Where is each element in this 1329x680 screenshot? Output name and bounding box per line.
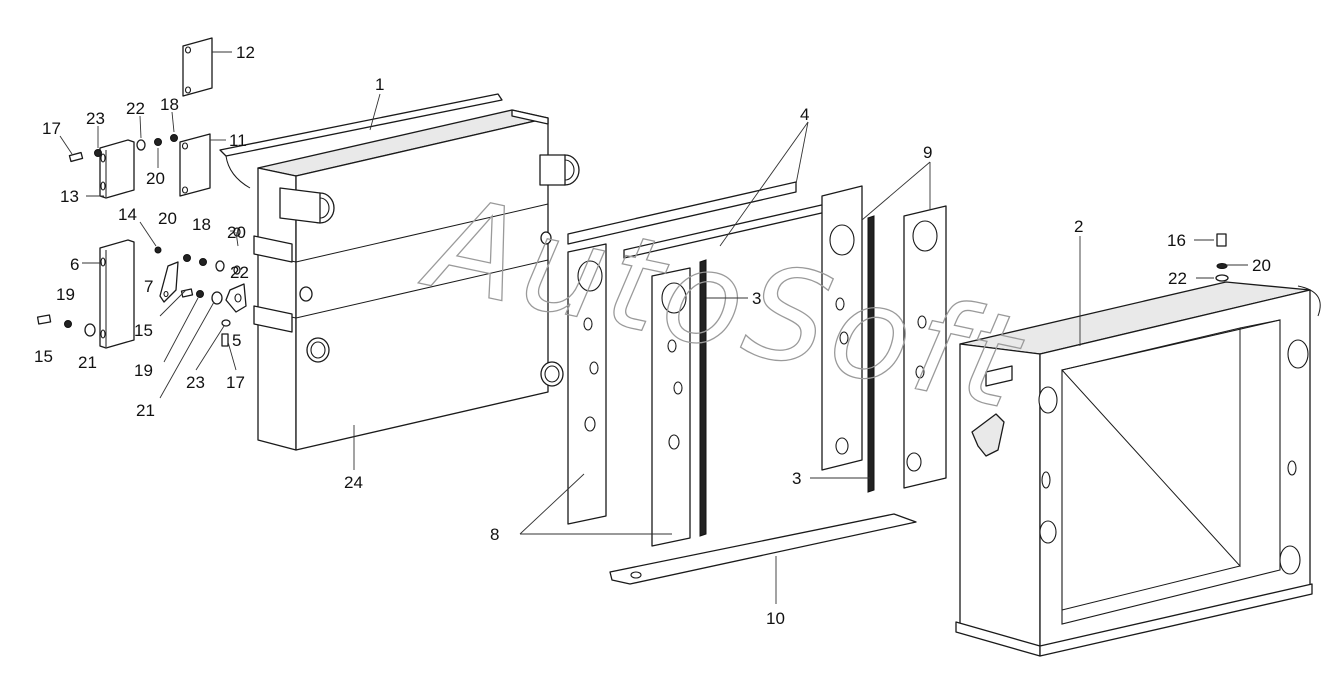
callout-24: 24 — [344, 473, 363, 492]
seal-strips-4 — [567, 181, 827, 259]
callout-5: 5 — [232, 331, 241, 350]
callout-20-frame: 20 — [1252, 256, 1271, 275]
callout-22a: 22 — [126, 99, 145, 118]
callout-20a: 20 — [146, 169, 165, 188]
callout-16: 16 — [1167, 231, 1186, 250]
callout-18b: 18 — [192, 215, 211, 234]
callout-3a: 3 — [752, 289, 761, 308]
leader-lines — [59, 51, 1248, 604]
seal-3b — [867, 215, 875, 493]
callouts: 12 11 1 4 9 3 3 8 10 2 16 20 22 24 17 23… — [34, 43, 1271, 628]
plate-12 — [182, 37, 213, 97]
callout-6: 6 — [70, 255, 79, 274]
callout-17b: 17 — [226, 373, 245, 392]
callout-3b: 3 — [792, 469, 801, 488]
callout-20b: 20 — [158, 209, 177, 228]
callout-2: 2 — [1074, 217, 1083, 236]
callout-13: 13 — [60, 187, 79, 206]
callout-18a: 18 — [160, 95, 179, 114]
callout-20c: 20 — [227, 223, 246, 242]
callout-15b: 15 — [134, 321, 153, 340]
bracket-7 — [159, 261, 179, 303]
callout-23b: 23 — [186, 373, 205, 392]
radiator-core-24 — [219, 93, 580, 451]
callout-12: 12 — [236, 43, 255, 62]
callout-1: 1 — [375, 75, 384, 94]
fasteners — [36, 134, 241, 347]
callout-19b: 19 — [134, 361, 153, 380]
callout-22-frame: 22 — [1168, 269, 1187, 288]
callout-21a: 21 — [78, 353, 97, 372]
callout-11: 11 — [229, 131, 247, 150]
side-plate-8a — [567, 243, 607, 525]
callout-23a: 23 — [86, 109, 105, 128]
callout-22b: 22 — [230, 263, 249, 282]
frame-fasteners — [1215, 233, 1229, 282]
callout-15a: 15 — [34, 347, 53, 366]
bracket-6 — [99, 239, 135, 349]
callout-9: 9 — [923, 143, 932, 162]
callout-10: 10 — [766, 609, 785, 628]
callout-19a: 19 — [56, 285, 75, 304]
callout-8: 8 — [490, 525, 499, 544]
seal-3a — [699, 259, 707, 537]
bottom-plate-10 — [609, 513, 917, 585]
callout-21b: 21 — [136, 401, 155, 420]
frame-2 — [955, 281, 1321, 657]
side-plate-9a — [821, 185, 863, 471]
bracket-5 — [225, 283, 247, 313]
side-plate-9b — [903, 205, 947, 489]
callout-4: 4 — [800, 105, 809, 124]
side-plate-8b — [651, 267, 691, 547]
callout-17a: 17 — [42, 119, 61, 138]
plate-11 — [179, 133, 211, 197]
bracket-13 — [99, 139, 135, 199]
callout-7: 7 — [144, 277, 153, 296]
callout-14: 14 — [118, 205, 137, 224]
